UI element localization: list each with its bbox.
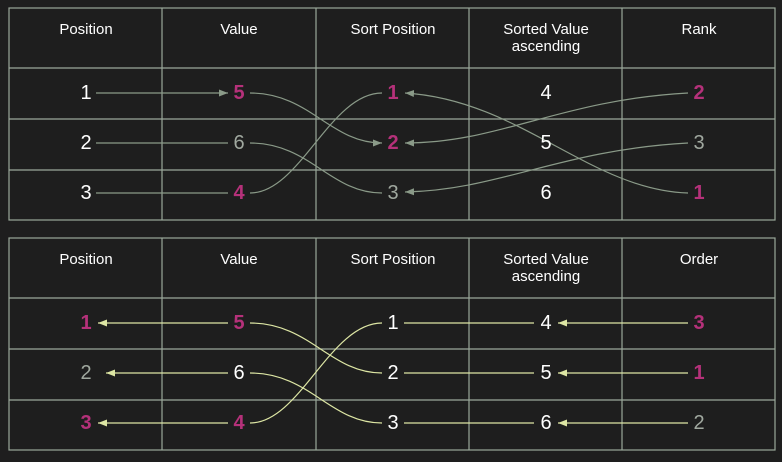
order-table: Position Value Sort Position Sorted Valu… [8, 237, 776, 451]
connector-rank-sortpos [404, 92, 689, 147]
cell-sort-position: 3 [387, 182, 398, 204]
header-position: Position [59, 251, 112, 268]
cell-position: 1 [80, 82, 91, 104]
cell-position: 3 [80, 182, 91, 204]
table-border [8, 237, 776, 451]
cell-sorted-value: 6 [540, 182, 551, 204]
rank-connectors [96, 89, 689, 196]
connector-rank-sortpos [404, 90, 689, 194]
cell-value: 5 [233, 312, 244, 334]
cell-value: 6 [233, 132, 244, 154]
rank-table: Position Value Sort Position Sorted Valu… [8, 7, 776, 221]
connector-value-sortpos [249, 92, 383, 147]
cell-rank: 3 [693, 132, 704, 154]
header-line: Sorted Value [503, 21, 589, 38]
cell-sorted-value: 4 [540, 312, 551, 334]
header-value: Value [220, 21, 257, 38]
connector-sortpos-value [249, 372, 383, 424]
cell-position: 2 [80, 362, 91, 384]
cell-rank: 2 [693, 82, 704, 104]
cell-sorted-value: 5 [540, 362, 551, 384]
cell-sorted-value: 4 [540, 82, 551, 104]
connector-rank-sortpos [404, 142, 689, 196]
header-order: Order [680, 251, 718, 268]
connector-value-sortpos [249, 142, 383, 194]
connector-sortpos-value [249, 322, 383, 374]
header-line: Sorted Value [503, 251, 589, 268]
cell-order: 1 [693, 362, 704, 384]
cell-value: 6 [233, 362, 244, 384]
cell-sort-position: 1 [387, 82, 398, 104]
header-sort-position: Sort Position [350, 21, 435, 38]
cell-value: 4 [233, 182, 245, 204]
header-rank: Rank [681, 21, 717, 38]
order-connectors [98, 319, 688, 427]
cell-order: 3 [693, 312, 704, 334]
cell-sort-position: 2 [387, 362, 398, 384]
cell-sorted-value: 6 [540, 412, 551, 434]
cell-sort-position: 1 [387, 312, 398, 334]
header-value: Value [220, 251, 257, 268]
header-position: Position [59, 21, 112, 38]
cell-order: 2 [693, 412, 704, 434]
table-border [8, 7, 776, 221]
cell-value: 4 [233, 412, 245, 434]
cell-rank: 1 [693, 182, 704, 204]
cell-sorted-value: 5 [540, 132, 551, 154]
cell-position: 3 [80, 412, 91, 434]
connector-value-sortpos [249, 92, 383, 194]
cell-sort-position: 2 [387, 132, 398, 154]
connector-sortpos-value [249, 322, 383, 424]
header-line: ascending [512, 38, 580, 55]
header-sort-position: Sort Position [350, 251, 435, 268]
cell-value: 5 [233, 82, 244, 104]
header-line: ascending [512, 268, 580, 285]
cell-position: 2 [80, 132, 91, 154]
cell-sort-position: 3 [387, 412, 398, 434]
cell-position: 1 [80, 312, 91, 334]
